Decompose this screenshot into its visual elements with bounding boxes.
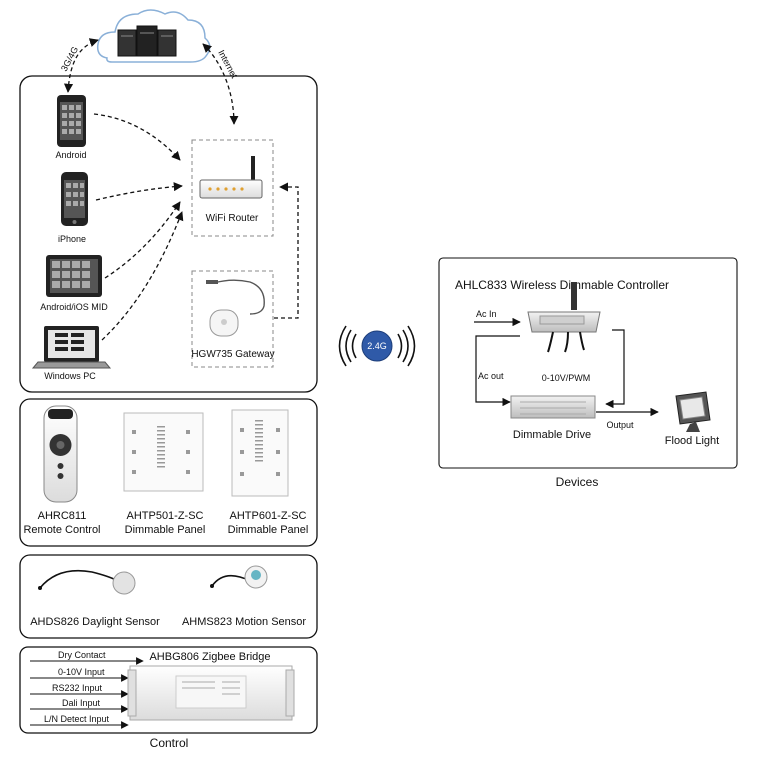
signal-line (605, 329, 625, 409)
gateway-box (191, 270, 274, 368)
controller-0-type: Remote Control (23, 524, 100, 536)
ac-out-line (475, 335, 520, 407)
ac-in-label: Ac In (476, 309, 497, 319)
gateway-icon (206, 279, 265, 337)
link-3g4g (63, 38, 99, 93)
link-pc-router (101, 211, 184, 341)
device-label-pc: Windows PC (44, 371, 96, 381)
dimmable-panel-601-icon (231, 409, 289, 497)
router-icon (199, 156, 263, 199)
android-phone-icon (57, 95, 86, 147)
remote-access-panel (19, 75, 318, 393)
controller-1-type: Dimmable Panel (125, 524, 206, 536)
router-label: WiFi Router (206, 213, 259, 224)
wireless-badge-label: 2.4G (367, 341, 387, 351)
drive-label: Dimmable Drive (513, 429, 591, 441)
output-label: Output (606, 420, 634, 430)
control-caption: Control (150, 736, 189, 750)
controller-1-model: AHTP501-Z-SC (126, 510, 203, 522)
gateway-label: HGW735 Gateway (191, 349, 274, 360)
device-label-mid: Android/iOS MID (40, 302, 108, 312)
bridge-panel (19, 646, 318, 734)
devices-panel (438, 257, 738, 469)
bridge-input-3: Dali Input (62, 698, 101, 708)
bridge-input-4: L/N Detect Input (44, 714, 110, 724)
label-3g4g: 3G/4G (59, 45, 80, 73)
devices-title: AHLC833 Wireless Dimmable Controller (455, 278, 669, 292)
bridge-title: AHBG806 Zigbee Bridge (149, 651, 270, 663)
link-gateway-router (274, 182, 299, 319)
motion-sensor-icon (210, 565, 268, 589)
laptop-icon (31, 326, 112, 369)
wireless-controller-icon (527, 282, 601, 353)
wireless-signal-icon (338, 325, 416, 367)
signal-label: 0-10V/PWM (542, 373, 591, 383)
daylight-sensor-icon (38, 569, 136, 595)
sensor-daylight-label: AHDS826 Daylight Sensor (30, 616, 160, 628)
device-label-android: Android (55, 150, 86, 160)
bridge-input-0: Dry Contact (58, 650, 106, 660)
sensors-panel (19, 554, 318, 639)
devices-caption: Devices (556, 475, 599, 489)
server-icon (117, 25, 177, 57)
ac-out-label: Ac out (478, 371, 504, 381)
controller-2-type: Dimmable Panel (228, 524, 309, 536)
controller-0-model: AHRC811 (38, 510, 87, 522)
router-box (191, 139, 274, 237)
flood-light-icon (675, 391, 711, 432)
zigbee-bridge-icon (127, 665, 295, 721)
tablet-icon (46, 255, 102, 297)
bridge-input-2: RS232 Input (52, 683, 103, 693)
iphone-icon (61, 172, 88, 226)
controllers-panel (19, 398, 318, 547)
device-label-iphone: iPhone (58, 234, 86, 244)
link-mid-router (104, 201, 181, 279)
remote-control-icon (43, 405, 78, 503)
flood-light-label: Flood Light (665, 435, 719, 447)
link-android-router (93, 113, 181, 161)
sensor-motion-label: AHMS823 Motion Sensor (182, 616, 306, 628)
bridge-input-1: 0-10V Input (58, 667, 105, 677)
link-internet (202, 43, 239, 125)
dimmable-drive-icon (510, 395, 596, 419)
link-iphone-router (95, 182, 183, 201)
controller-2-model: AHTP601-Z-SC (229, 510, 306, 522)
dimmable-panel-501-icon (123, 412, 204, 492)
